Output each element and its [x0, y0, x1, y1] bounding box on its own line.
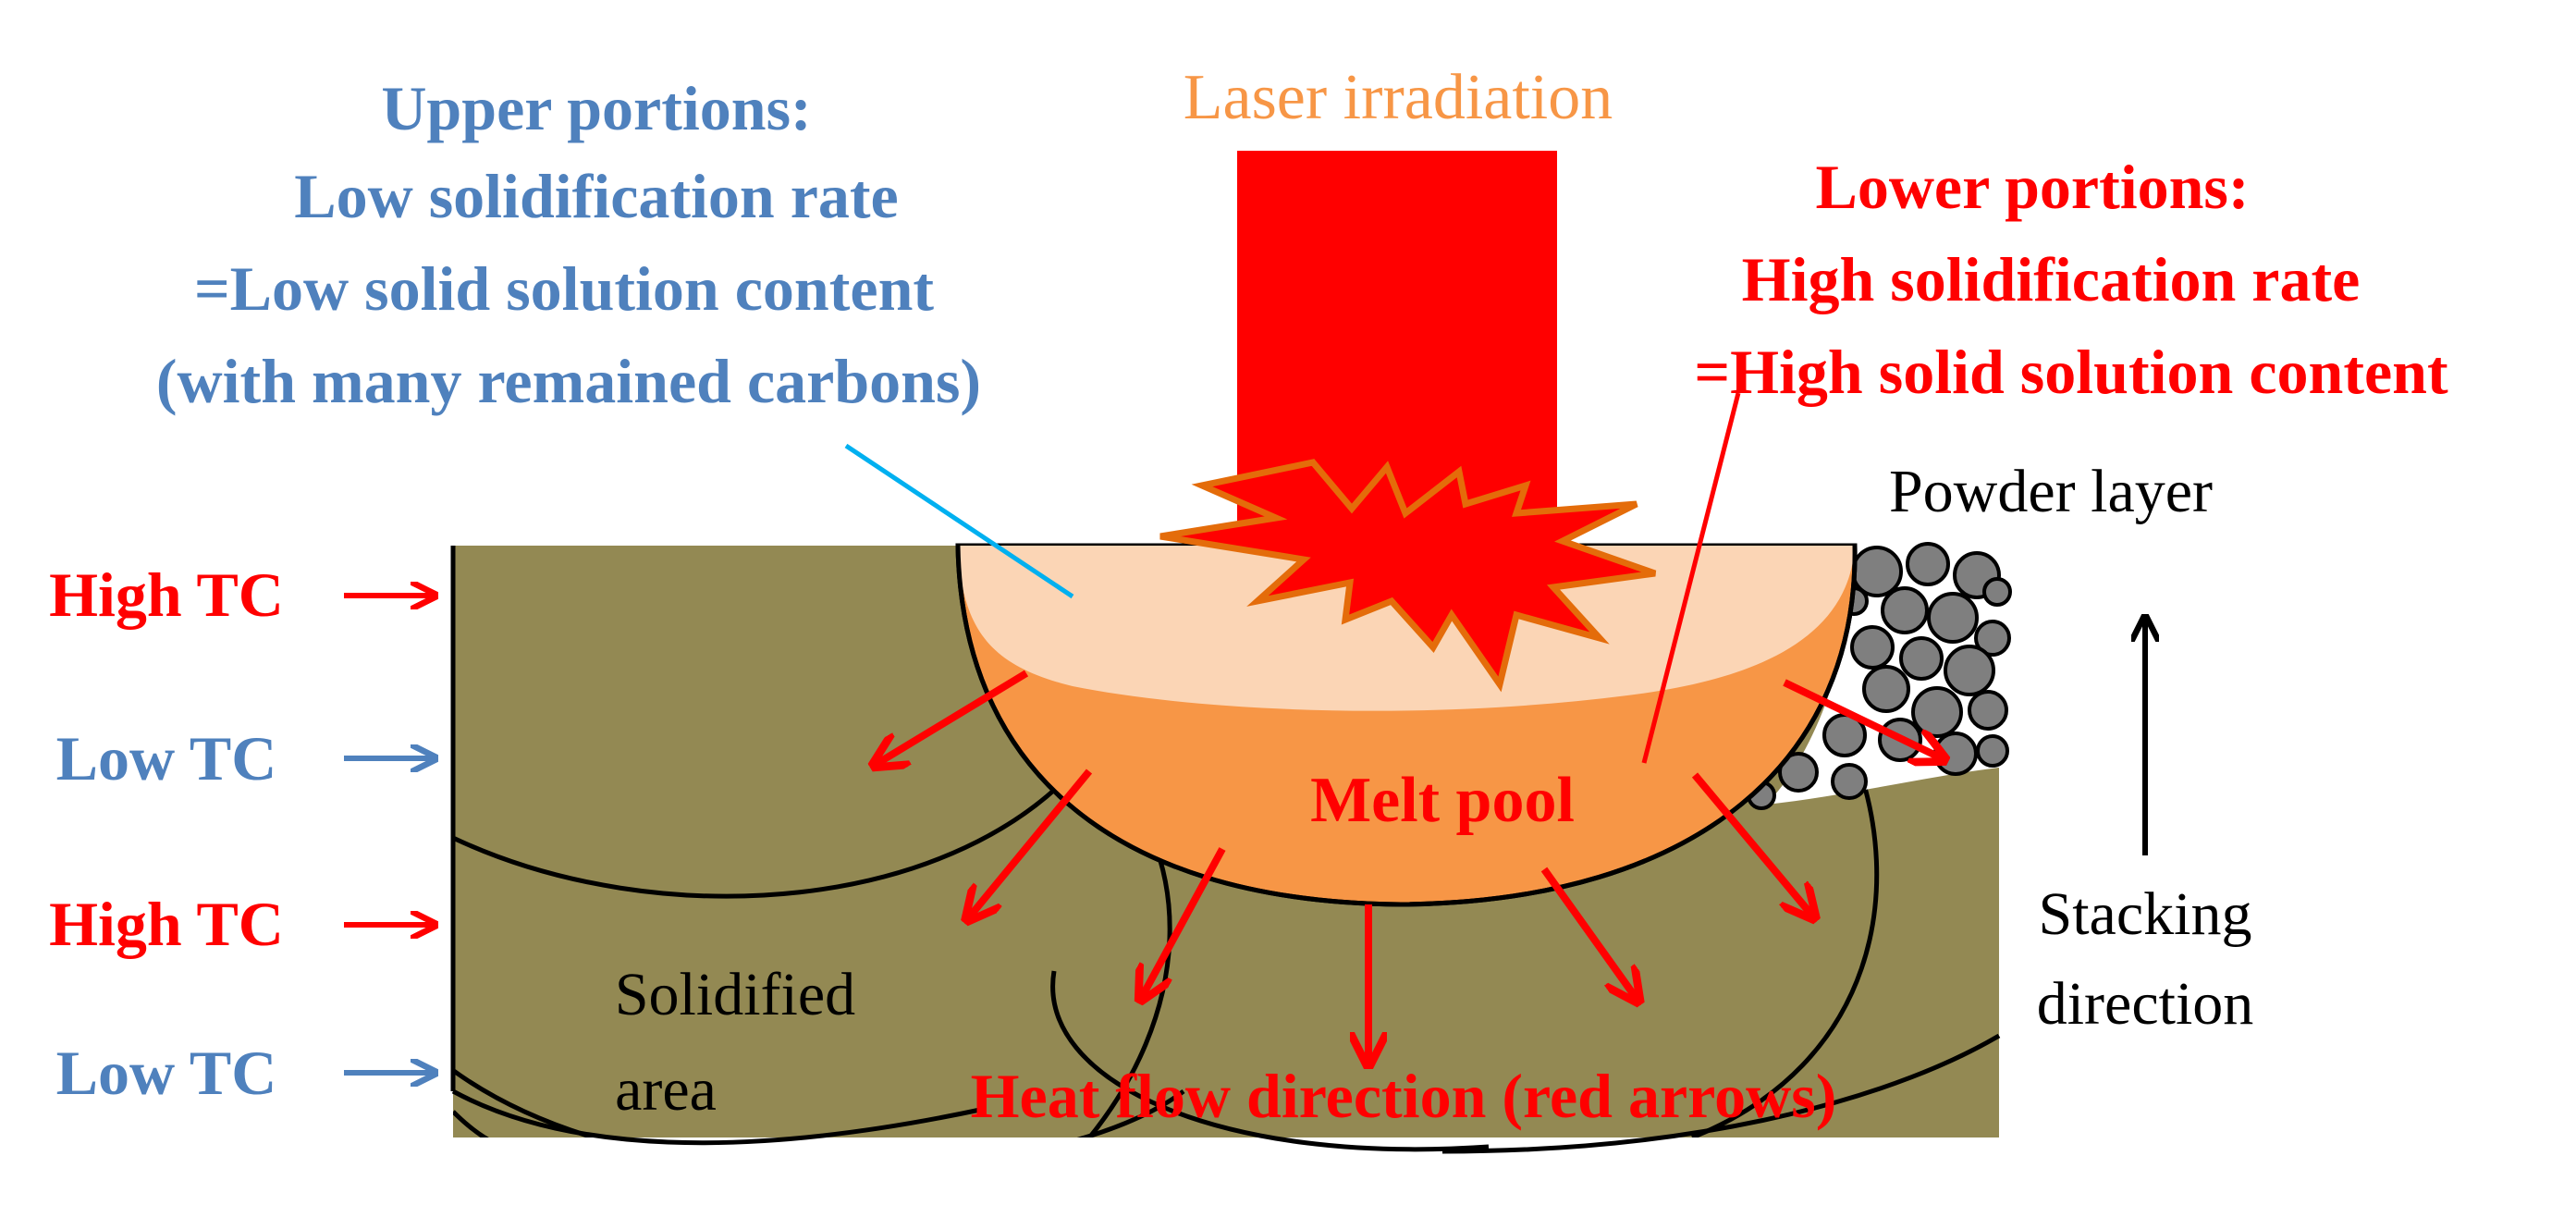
- melt-pool-label: Melt pool: [1310, 765, 1575, 836]
- upper-line-4: (with many remained carbons): [156, 346, 981, 416]
- powder-particle: [1881, 586, 1929, 634]
- tc-arrows: [344, 596, 433, 1073]
- solidified-line-2: area: [615, 1056, 717, 1124]
- heat-flow-arrows: [877, 670, 1942, 1062]
- powder-particle: [1944, 645, 1995, 696]
- heat-arrow: [1783, 679, 1942, 758]
- upper-line-2: Low solidification rate: [294, 161, 899, 231]
- powder-particle: [1933, 732, 1978, 776]
- upper-line-1: Upper portions:: [381, 73, 811, 143]
- powder-particle: [1982, 577, 2012, 607]
- heat-flow-label: Heat flow direction (red arrows): [971, 1061, 1837, 1131]
- powder-particle: [1968, 690, 2008, 731]
- powder-particle: [1976, 734, 2009, 768]
- solidified-line-1: Solidified: [615, 961, 855, 1028]
- heat-arrow: [969, 768, 1093, 917]
- powder-particle: [1974, 620, 2011, 657]
- powder-particle: [1899, 636, 1944, 681]
- tc-label: High TC: [49, 889, 284, 959]
- solidified-area-label: Solidified area: [615, 961, 855, 1124]
- heat-arrow: [1540, 867, 1637, 999]
- lower-portions-note: Lower portions: High solidification rate…: [1694, 152, 2448, 407]
- laser-label: Laser irradiation: [1184, 62, 1613, 133]
- upper-line-3: =Low solid solution content: [194, 253, 934, 324]
- powder-layer-label: Powder layer: [1889, 458, 2213, 525]
- powder-particle: [1906, 542, 1950, 586]
- laser-spot-starburst: [1159, 459, 1657, 693]
- powder-particle: [1831, 763, 1868, 800]
- lower-line-2: High solidification rate: [1742, 244, 2361, 314]
- powder-particle: [1927, 592, 1979, 644]
- tc-label: Low TC: [56, 723, 277, 793]
- lower-line-3: =High solid solution content: [1694, 337, 2448, 407]
- heat-arrow: [877, 670, 1029, 764]
- lower-pointer-line: [1641, 392, 1741, 764]
- bottom-scallops: [450, 546, 2001, 1154]
- lower-line-1: Lower portions:: [1815, 152, 2249, 222]
- stacking-line-2: direction: [2037, 970, 2254, 1038]
- powder-particle: [1778, 752, 1819, 793]
- melt-pool: [955, 543, 1858, 907]
- heat-arrow: [1691, 772, 1812, 916]
- heat-arrow: [1142, 847, 1226, 997]
- powder-particle: [1911, 686, 1963, 738]
- stacking-line-1: Stacking: [2039, 880, 2252, 948]
- stacking-direction-label: Stacking direction: [2037, 880, 2254, 1038]
- upper-portions-note: Upper portions: Low solidification rate …: [156, 73, 981, 416]
- melt-pool-upper: [958, 546, 1855, 711]
- tc-label: High TC: [49, 559, 284, 630]
- tc-labels: High TC Low TC High TC Low TC: [49, 559, 284, 1108]
- powder-particle: [1862, 665, 1910, 713]
- powder-particle: [1850, 625, 1895, 670]
- upper-pointer-line: [844, 443, 1074, 599]
- tc-label: Low TC: [56, 1038, 277, 1108]
